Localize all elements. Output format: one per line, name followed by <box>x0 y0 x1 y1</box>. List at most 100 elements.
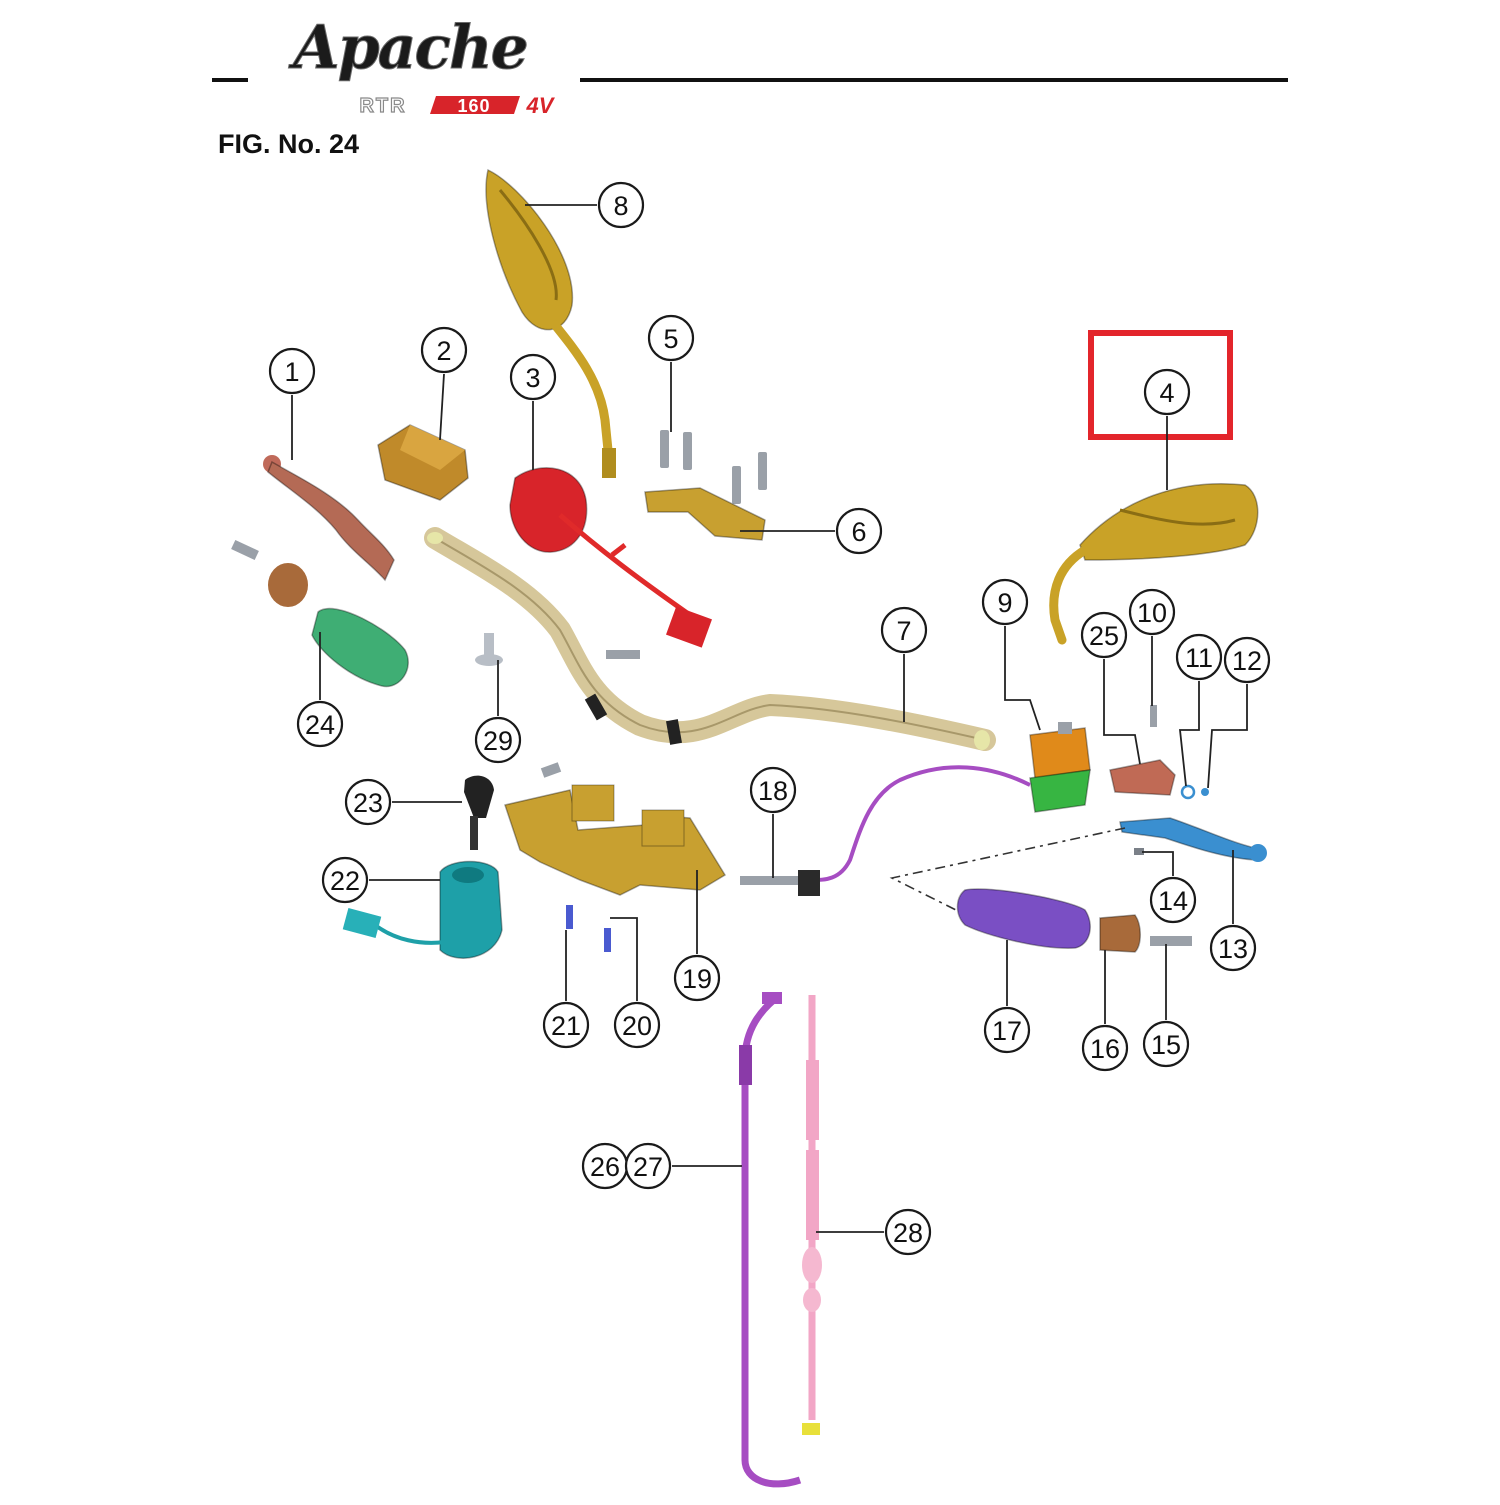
ignition-connector <box>342 907 382 939</box>
handlebar-tube-edge <box>434 537 986 741</box>
leader-line-12 <box>1207 684 1248 789</box>
throttle-cable-part <box>739 992 802 1488</box>
callout-13: 13 <box>1209 924 1257 972</box>
small-bolt-part <box>606 650 640 659</box>
callout-11: 11 <box>1175 633 1223 681</box>
handlebar-part <box>424 527 996 751</box>
bolt-a <box>660 430 669 468</box>
left-grip-part <box>231 539 409 688</box>
handlebar-band-1 <box>584 693 608 721</box>
callout-ring-7 <box>880 606 928 654</box>
left-bar-end <box>268 563 308 607</box>
callout-ring-19 <box>673 954 721 1002</box>
lower-clamp-top-bolt <box>540 762 562 778</box>
left-mirror-head-shade <box>498 189 558 301</box>
top-clamp-part <box>644 487 766 541</box>
callout-number-3: 3 <box>525 363 540 393</box>
leader-line-14 <box>1142 851 1174 876</box>
perch-washer-11 <box>1180 784 1196 800</box>
callout-number-14: 14 <box>1158 886 1188 916</box>
bolt-b <box>683 432 692 470</box>
callout-24: 24 <box>296 700 344 748</box>
throttle-cable <box>741 992 802 1488</box>
ignition-keyhole <box>452 867 484 883</box>
callout-ring-21 <box>542 1001 590 1049</box>
bolt-18-shank <box>740 876 798 885</box>
callout-number-5: 5 <box>663 324 678 354</box>
callout-17: 17 <box>983 1006 1031 1054</box>
clutch-cable-sheath-2 <box>806 1150 819 1240</box>
left-mirror-head <box>485 168 574 331</box>
clutch-cable-tip <box>802 1423 820 1435</box>
callout-number-12: 12 <box>1232 646 1262 676</box>
clutch-cable-sheath-1 <box>806 1060 819 1140</box>
callout-number-23: 23 <box>353 788 383 818</box>
callout-6: 6 <box>835 507 883 555</box>
ignition-wire <box>373 923 446 945</box>
callout-2: 2 <box>420 326 468 374</box>
model-suffix: 4V <box>526 93 556 118</box>
leader-line-9 <box>1004 626 1041 731</box>
lower-clamp-post-a <box>571 784 615 822</box>
left-mirror-stem <box>550 320 615 475</box>
callout-1: 1 <box>268 347 316 395</box>
right-mirror-stem <box>1049 545 1090 645</box>
bar-bolt-shank <box>484 633 494 659</box>
callout-5: 5 <box>647 314 695 362</box>
throttle-wire <box>558 513 692 618</box>
key-head <box>464 775 494 818</box>
clutch-cable-part <box>802 995 822 1435</box>
lower-clamp-part <box>504 762 727 952</box>
callout-number-17: 17 <box>992 1016 1022 1046</box>
callout-ring-1 <box>268 347 316 395</box>
callout-27: 27 <box>624 1142 672 1190</box>
ignition-switch-part <box>342 860 503 959</box>
callout-16: 16 <box>1081 1024 1129 1072</box>
callout-ring-20 <box>613 1001 661 1049</box>
callout-29: 29 <box>474 716 522 764</box>
callout-22: 22 <box>321 856 369 904</box>
top-clamp-body <box>644 487 766 541</box>
leader-line-2 <box>439 373 445 441</box>
callout-8: 8 <box>597 181 645 229</box>
callout-number-28: 28 <box>893 1218 923 1248</box>
left-mirror-part <box>485 168 616 478</box>
figure-label: FIG. No. 24 <box>218 129 359 159</box>
callout-number-15: 15 <box>1151 1030 1181 1060</box>
left-mirror-thread <box>602 448 616 478</box>
bolt-d <box>758 452 767 490</box>
callout-4: 4 <box>1143 368 1191 416</box>
callout-ring-5 <box>647 314 695 362</box>
throttle-wire-branch <box>610 543 627 557</box>
callout-ring-27 <box>624 1142 672 1190</box>
assembly-dashed-line <box>889 827 1126 913</box>
highlight-box <box>1088 330 1233 440</box>
callout-number-21: 21 <box>551 1011 581 1041</box>
callout-ring-10 <box>1128 588 1176 636</box>
handlebar-end-left <box>427 532 443 544</box>
callout-15: 15 <box>1142 1020 1190 1068</box>
model-number-plate <box>430 96 520 114</box>
right-switch-lower <box>1029 769 1091 813</box>
callout-number-10: 10 <box>1137 598 1167 628</box>
right-grip-body <box>956 888 1091 949</box>
callout-number-4: 4 <box>1159 378 1174 408</box>
callout-number-24: 24 <box>305 710 335 740</box>
clutch-perch-part <box>377 424 469 501</box>
callout-ring-25 <box>1080 611 1128 659</box>
callout-ring-16 <box>1081 1024 1129 1072</box>
leader-line-11 <box>1178 681 1200 787</box>
callout-ring-9 <box>981 578 1029 626</box>
callout-ring-2 <box>420 326 468 374</box>
callout-14: 14 <box>1149 876 1197 924</box>
right-mirror-part <box>1049 483 1259 645</box>
right-bar-end <box>1099 914 1141 953</box>
callout-number-29: 29 <box>483 726 513 756</box>
clutch-cable-boot <box>802 1247 822 1283</box>
callout-23: 23 <box>344 778 392 826</box>
callout-ring-13 <box>1209 924 1257 972</box>
ignition-key-part <box>464 775 494 850</box>
callout-number-6: 6 <box>851 517 866 547</box>
handlebar-band-2 <box>666 719 682 745</box>
